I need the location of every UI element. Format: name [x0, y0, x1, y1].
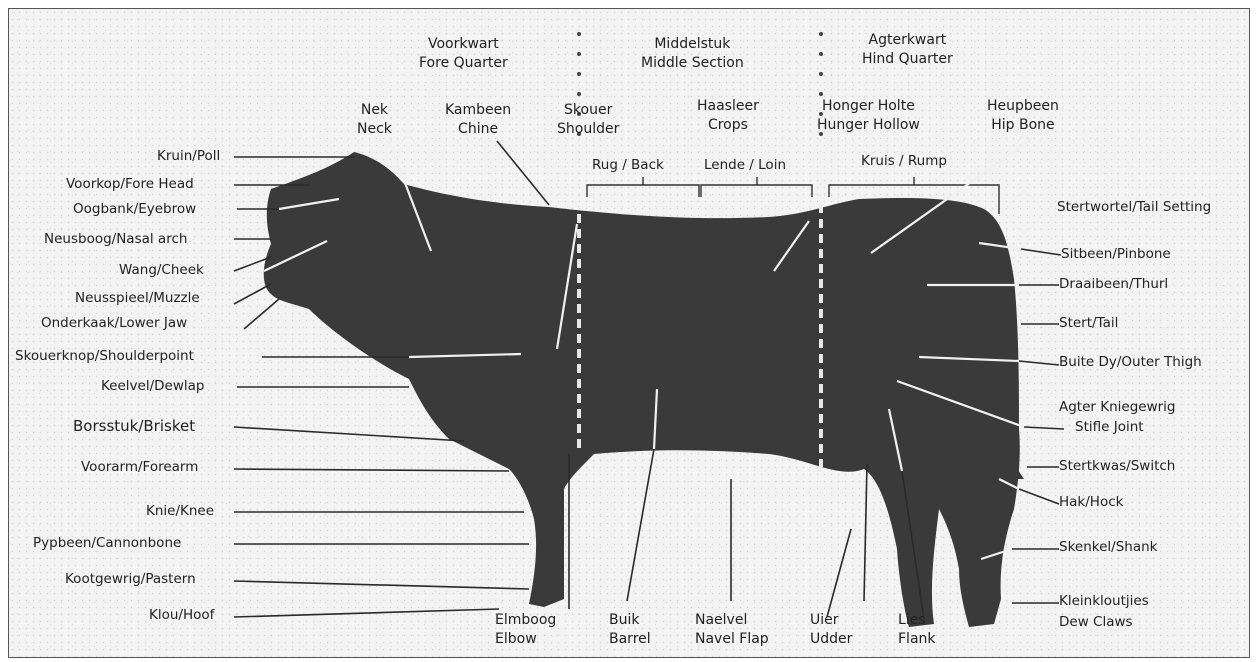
- section-fore-af: Voorkwart: [419, 35, 508, 54]
- label-crops-af: Haasleer: [697, 97, 759, 116]
- label-barrel: Buik Barrel: [609, 611, 651, 649]
- label-flank: Lies Flank: [898, 611, 936, 649]
- label-brisket: Borsstuk/Brisket: [73, 419, 195, 434]
- label-tail: Stert/Tail: [1059, 317, 1118, 331]
- label-hunger-hollow-en: Hunger Hollow: [817, 116, 920, 135]
- label-shoulderpoint: Skouerknop/Shoulderpoint: [15, 350, 194, 364]
- label-muzzle: Neusspieel/Muzzle: [75, 292, 200, 306]
- label-udder: Uier Udder: [810, 611, 852, 649]
- label-elbow-en: Elbow: [495, 630, 556, 649]
- label-neck: Nek Neck: [357, 101, 392, 139]
- label-eyebrow: Oogbank/Eyebrow: [73, 203, 196, 217]
- label-tail-setting: Stertwortel/Tail Setting: [1057, 201, 1211, 215]
- label-neck-en: Neck: [357, 120, 392, 139]
- label-hip-bone-en: Hip Bone: [987, 116, 1059, 135]
- diagram-frame: Voorkwart Fore Quarter Middelstuk Middle…: [8, 8, 1250, 658]
- label-forearm: Voorarm/Forearm: [81, 461, 198, 475]
- label-hunger-hollow: Honger Holte Hunger Hollow: [817, 97, 920, 135]
- label-flank-en: Flank: [898, 630, 936, 649]
- label-barrel-en: Barrel: [609, 630, 651, 649]
- label-navel-af: Naelvel: [695, 611, 769, 630]
- label-hoof: Klou/Hoof: [149, 609, 214, 623]
- label-shank: Skenkel/Shank: [1059, 541, 1157, 555]
- label-crops: Haasleer Crops: [697, 97, 759, 135]
- label-chine: Kambeen Chine: [445, 101, 511, 139]
- label-shoulder-af: Skouer: [557, 101, 619, 120]
- label-flank-af: Lies: [898, 611, 936, 630]
- label-cheek: Wang/Cheek: [119, 264, 204, 278]
- label-lower-jaw: Onderkaak/Lower Jaw: [41, 317, 187, 331]
- label-switch: Stertkwas/Switch: [1059, 460, 1175, 474]
- label-chine-en: Chine: [445, 120, 511, 139]
- section-hind-quarter: Agterkwart Hind Quarter: [862, 31, 953, 69]
- label-pastern: Kootgewrig/Pastern: [65, 573, 196, 587]
- label-stifle-joint: Stifle Joint: [1075, 421, 1144, 435]
- label-loin: Lende / Loin: [704, 159, 786, 173]
- label-hip-bone-af: Heupbeen: [987, 97, 1059, 116]
- label-knee: Knie/Knee: [146, 505, 214, 519]
- label-udder-af: Uier: [810, 611, 852, 630]
- label-crops-en: Crops: [697, 116, 759, 135]
- label-pinbone: Sitbeen/Pinbone: [1061, 248, 1171, 262]
- section-middle-af: Middelstuk: [641, 35, 744, 54]
- label-neck-af: Nek: [357, 101, 392, 120]
- label-dewlap: Keelvel/Dewlap: [101, 380, 204, 394]
- label-navel-flap: Naelvel Navel Flap: [695, 611, 769, 649]
- section-middle-en: Middle Section: [641, 54, 744, 73]
- label-nasal-arch: Neusboog/Nasal arch: [44, 233, 187, 247]
- label-rump: Kruis / Rump: [861, 155, 947, 169]
- label-back: Rug / Back: [592, 159, 664, 173]
- label-agter-kniegewrig: Agter Kniegewrig: [1059, 401, 1176, 415]
- label-fore-head: Voorkop/Fore Head: [66, 178, 194, 192]
- label-outer-thigh: Buite Dy/Outer Thigh: [1059, 356, 1202, 370]
- label-chine-af: Kambeen: [445, 101, 511, 120]
- label-hock: Hak/Hock: [1059, 496, 1123, 510]
- label-udder-en: Udder: [810, 630, 852, 649]
- label-hunger-hollow-af: Honger Holte: [817, 97, 920, 116]
- label-cannonbone: Pypbeen/Cannonbone: [33, 537, 181, 551]
- section-hind-af: Agterkwart: [862, 31, 953, 50]
- cow-silhouette: [264, 152, 1020, 627]
- label-dew-claws: Dew Claws: [1059, 616, 1133, 630]
- label-barrel-af: Buik: [609, 611, 651, 630]
- section-hind-en: Hind Quarter: [862, 50, 953, 69]
- label-poll: Kruin/Poll: [157, 150, 220, 164]
- label-hip-bone: Heupbeen Hip Bone: [987, 97, 1059, 135]
- section-fore-quarter: Voorkwart Fore Quarter: [419, 35, 508, 73]
- section-fore-en: Fore Quarter: [419, 54, 508, 73]
- cow-diagram: [9, 9, 1249, 657]
- label-elbow-af: Elmboog: [495, 611, 556, 630]
- label-shoulder: Skouer Shoulder: [557, 101, 619, 139]
- label-kleinkloutjies: Kleinkloutjies: [1059, 595, 1149, 609]
- label-elbow: Elmboog Elbow: [495, 611, 556, 649]
- label-navel-en: Navel Flap: [695, 630, 769, 649]
- section-middle: Middelstuk Middle Section: [641, 35, 744, 73]
- label-thurl: Draaibeen/Thurl: [1059, 278, 1168, 292]
- label-shoulder-en: Shoulder: [557, 120, 619, 139]
